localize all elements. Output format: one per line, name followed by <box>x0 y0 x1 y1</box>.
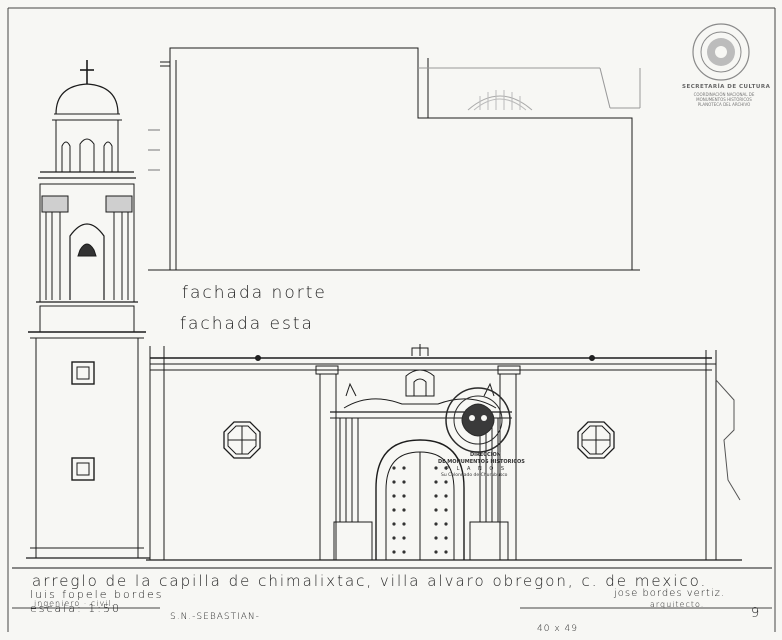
author-name: luis fopele bordes <box>30 588 164 601</box>
drawing-title: arreglo de la capilla de chimalixtac, vi… <box>32 572 708 590</box>
sheet-border <box>7 7 776 632</box>
north-facade-drawing <box>148 47 641 271</box>
bell-tower <box>26 60 150 559</box>
stamp-line-1: DIRECCION <box>470 452 501 458</box>
secretaria-cultura-logo <box>692 23 750 81</box>
sheet-number: 9 <box>751 606 761 621</box>
east-facade-label: fachada esta <box>180 314 314 334</box>
north-facade-label: fachada norte <box>182 283 327 303</box>
east-facade-drawing <box>146 344 742 561</box>
architect-role: arquitecto. <box>650 600 705 609</box>
file-note: S.N.-SEBASTIAN- <box>170 612 260 622</box>
architect-name: jose bordes vertiz. <box>614 588 726 599</box>
author-role: ingeniero · civil. <box>34 599 116 608</box>
logo-subtitle: COORDINACIÓN NACIONAL DE MONUMENTOS HIST… <box>693 92 755 107</box>
logo-title: SECRETARÍA DE CULTURA <box>682 84 771 90</box>
stamp-line-4: Su Colonnado de Churubusco <box>441 473 508 478</box>
size-note: 40 x 49 <box>537 624 578 634</box>
stamp-line-2: DE MONUMENTOS HISTORICOS <box>438 459 525 465</box>
scale-label: escala: 1:50 <box>30 602 121 615</box>
archive-stamp-seal <box>445 387 511 453</box>
stamp-line-3: P L A N O S <box>446 466 508 472</box>
door-studs <box>392 466 448 554</box>
